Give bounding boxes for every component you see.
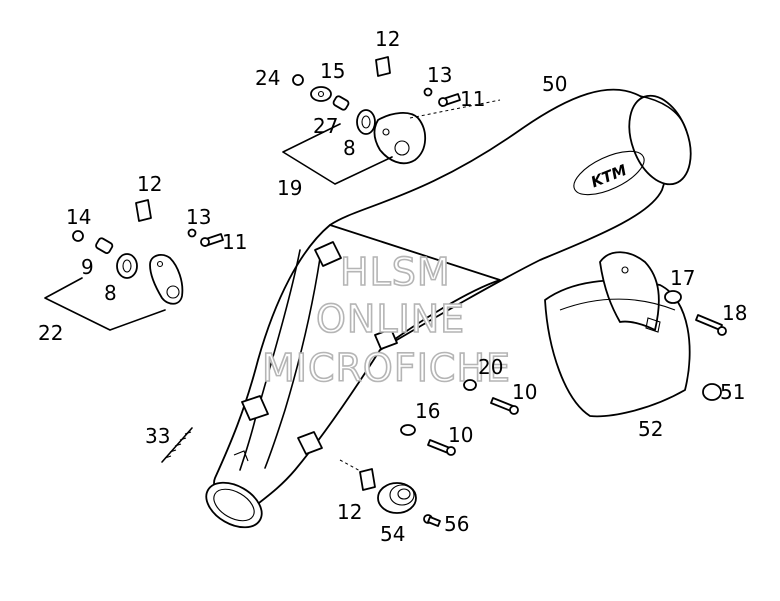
- label-11-top: 11: [460, 87, 485, 111]
- label-12-left: 12: [137, 172, 162, 196]
- label-18: 18: [722, 301, 747, 325]
- header-pipe: [205, 224, 501, 529]
- label-50: 50: [542, 72, 567, 96]
- label-54: 54: [380, 522, 405, 546]
- label-22: 22: [38, 321, 63, 345]
- label-9: 9: [81, 255, 94, 279]
- bottom-hardware: [339, 459, 441, 527]
- label-24: 24: [255, 66, 280, 90]
- label-16: 16: [415, 399, 440, 423]
- label-13-left: 13: [186, 205, 211, 229]
- spring-33: [161, 427, 193, 463]
- bracket-assembly-22: [44, 199, 224, 331]
- label-15: 15: [320, 59, 345, 83]
- watermark-line-2: ONLINE: [316, 297, 465, 341]
- label-12-bottom: 12: [337, 500, 362, 524]
- label-33: 33: [145, 424, 170, 448]
- label-14: 14: [66, 205, 91, 229]
- label-56: 56: [444, 512, 469, 536]
- label-52: 52: [638, 417, 663, 441]
- label-12-top: 12: [375, 27, 400, 51]
- label-51: 51: [720, 380, 745, 404]
- clamp-ring: [544, 251, 691, 418]
- label-10-upper: 10: [512, 380, 537, 404]
- label-27: 27: [313, 114, 338, 138]
- label-11-left: 11: [222, 230, 247, 254]
- part-labels: 12 24 15 13 11 50 27 8 19 12 14 13 11 9 …: [38, 27, 747, 546]
- label-13-top: 13: [427, 63, 452, 87]
- watermark-line-1: HLSM: [340, 250, 451, 294]
- watermark-line-3: MICROFICHE: [262, 346, 511, 390]
- right-hardware: [400, 290, 727, 456]
- label-20: 20: [478, 355, 503, 379]
- label-8-top: 8: [343, 136, 356, 160]
- watermark: HLSM ONLINE MICROFICHE: [261, 249, 511, 391]
- label-19: 19: [277, 176, 302, 200]
- bracket-assembly-19: [282, 56, 501, 185]
- label-10-lower: 10: [448, 423, 473, 447]
- label-8-left: 8: [104, 281, 117, 305]
- label-17: 17: [670, 266, 695, 290]
